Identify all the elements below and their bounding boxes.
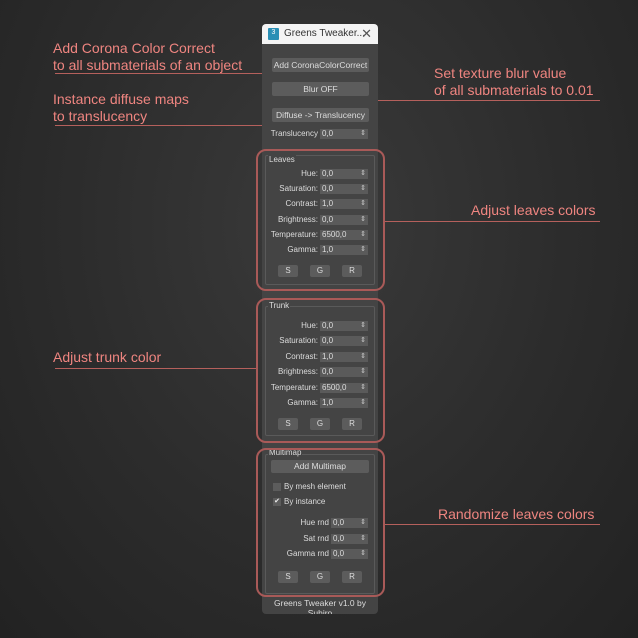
diffuse-to-translucency-button[interactable]: Diffuse -> Translucency bbox=[272, 108, 369, 122]
annotation-leaves-pointer bbox=[385, 221, 600, 222]
window-title: Greens Tweaker... bbox=[284, 28, 365, 39]
multimap-spinner[interactable]: 0,0 bbox=[331, 518, 368, 528]
leaves-row-label: Temperature: bbox=[270, 229, 318, 239]
annotation-cc-pointer bbox=[55, 73, 323, 74]
leaves-row-label: Gamma: bbox=[287, 245, 318, 254]
annotation-cc-line2: to all submaterials of an object bbox=[53, 57, 243, 73]
trunk-spinner[interactable]: 0,0 bbox=[320, 367, 368, 378]
trunk-button-s[interactable]: S bbox=[278, 418, 298, 430]
leaves-spinner[interactable]: 6500,0 bbox=[320, 229, 368, 240]
by-instance-checkbox[interactable]: ✔ bbox=[273, 498, 281, 506]
multimap-row-label: Sat rnd bbox=[303, 533, 329, 543]
trunk-button-g[interactable]: G bbox=[310, 418, 330, 430]
greens-tweaker-window: 3 Greens Tweaker... ✕ Add CoronaColorCor… bbox=[262, 24, 378, 614]
leaves-spinner[interactable]: 1,0 bbox=[320, 245, 368, 255]
leaves-group bbox=[265, 155, 375, 285]
trunk-spinner[interactable]: 0,0 bbox=[320, 336, 368, 347]
annotation-blur-line2: of all submaterials to 0.01 bbox=[434, 82, 594, 98]
annotation-cc-line1: Add Corona Color Correct bbox=[53, 40, 215, 56]
annotation-random: Randomize leaves colors bbox=[438, 506, 595, 522]
multimap-row-label: Hue rnd bbox=[300, 518, 329, 527]
translucency-spinner[interactable]: 0,0 bbox=[320, 129, 368, 139]
multimap-button-g[interactable]: G bbox=[310, 571, 330, 583]
app-icon: 3 bbox=[268, 28, 279, 40]
multimap-button-r[interactable]: R bbox=[342, 571, 362, 583]
title-bar[interactable]: 3 Greens Tweaker... ✕ bbox=[262, 24, 378, 44]
trunk-spinner[interactable]: 1,0 bbox=[320, 351, 368, 362]
annotation-diffuse-line2: to translucency bbox=[53, 108, 148, 124]
close-icon[interactable]: ✕ bbox=[361, 26, 372, 41]
annotation-trunk-pointer bbox=[55, 368, 256, 369]
trunk-spinner[interactable]: 6500,0 bbox=[320, 382, 368, 393]
trunk-group bbox=[265, 306, 375, 436]
leaves-button-g[interactable]: G bbox=[310, 265, 330, 277]
leaves-button-s[interactable]: S bbox=[278, 265, 298, 277]
multimap-group bbox=[265, 454, 375, 594]
by-instance-label: By instance bbox=[284, 497, 326, 506]
leaves-button-r[interactable]: R bbox=[342, 265, 362, 277]
multimap-title: Multimap bbox=[268, 448, 303, 458]
annotation-blur-line1: Set texture blur value bbox=[434, 65, 567, 81]
trunk-row-label: Hue: bbox=[301, 321, 318, 330]
annotation-trunk: Adjust trunk color bbox=[53, 349, 162, 365]
multimap-row-label: Gamma rnd bbox=[286, 549, 329, 558]
leaves-spinner[interactable]: 0,0 bbox=[320, 214, 368, 225]
annotation-leaves: Adjust leaves colors bbox=[471, 202, 596, 218]
trunk-row-label: Temperature: bbox=[270, 382, 318, 392]
leaves-row-label: Contrast: bbox=[285, 199, 318, 209]
add-multimap-button[interactable]: Add Multimap bbox=[271, 460, 369, 473]
by-mesh-element-label: By mesh element bbox=[284, 482, 346, 491]
trunk-button-r[interactable]: R bbox=[342, 418, 362, 430]
multimap-button-s[interactable]: S bbox=[278, 571, 298, 583]
trunk-row-label: Saturation: bbox=[279, 336, 318, 346]
leaves-row-label: Hue: bbox=[301, 169, 318, 178]
add-corona-color-correct-button[interactable]: Add CoronaColorCorrect bbox=[272, 58, 369, 72]
annotation-random-pointer bbox=[385, 524, 600, 525]
leaves-row-label: Brightness: bbox=[277, 214, 318, 224]
trunk-spinner[interactable]: 1,0 bbox=[320, 398, 368, 408]
leaves-row-label: Saturation: bbox=[279, 184, 318, 194]
translucency-label: Translucency bbox=[270, 129, 318, 138]
trunk-row-label: Brightness: bbox=[277, 367, 318, 377]
leaves-spinner[interactable]: 0,0 bbox=[320, 184, 368, 195]
trunk-title: Trunk bbox=[268, 301, 291, 311]
footer-credit: Greens Tweaker v1.0 by Suhiro bbox=[274, 598, 366, 614]
multimap-spinner[interactable]: 0,0 bbox=[331, 549, 368, 559]
leaves-spinner[interactable]: 0,0 bbox=[320, 169, 368, 179]
trunk-spinner[interactable]: 0,0 bbox=[320, 321, 368, 331]
trunk-row-label: Gamma: bbox=[287, 398, 318, 407]
leaves-spinner[interactable]: 1,0 bbox=[320, 199, 368, 210]
annotation-diffuse-pointer bbox=[55, 125, 322, 126]
blur-off-button[interactable]: Blur OFF bbox=[272, 82, 369, 96]
trunk-row-label: Contrast: bbox=[285, 351, 318, 361]
leaves-title: Leaves bbox=[268, 155, 296, 165]
by-mesh-element-checkbox[interactable] bbox=[273, 483, 281, 491]
annotation-blur-pointer bbox=[328, 100, 600, 101]
multimap-spinner[interactable]: 0,0 bbox=[331, 533, 368, 544]
annotation-diffuse-line1: Instance diffuse maps bbox=[53, 91, 189, 107]
